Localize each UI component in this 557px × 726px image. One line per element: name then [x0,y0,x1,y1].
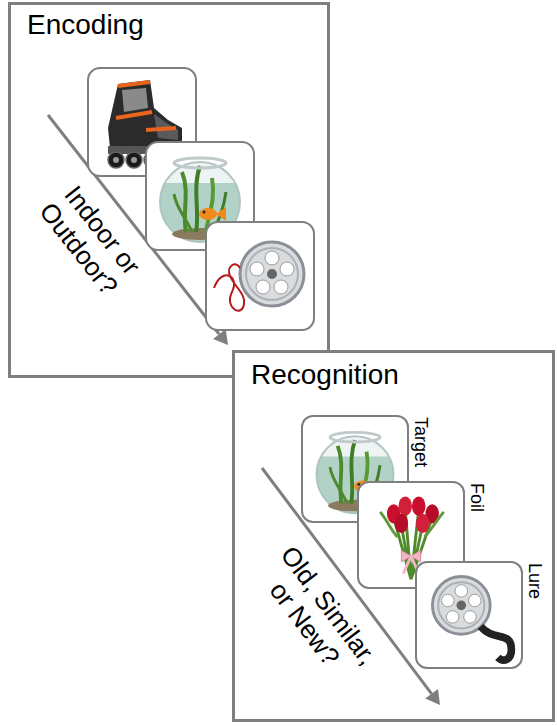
stimulus-card: Lure [415,561,523,669]
item-type-label: Lure [524,563,545,599]
phase-panel: EncodingIndoor or Outdoor? [8,2,330,378]
phase-panel: RecognitionOld, Similar, or New? Target … [232,350,555,722]
panel-title: Encoding [27,9,144,41]
panel-title: Recognition [251,359,399,391]
item-type-label: Foil [466,483,487,512]
reel-card [206,222,314,330]
item-type-label: Target [410,417,431,467]
film-reel-picture [417,563,521,667]
task-question: Indoor or Outdoor? [23,166,156,313]
